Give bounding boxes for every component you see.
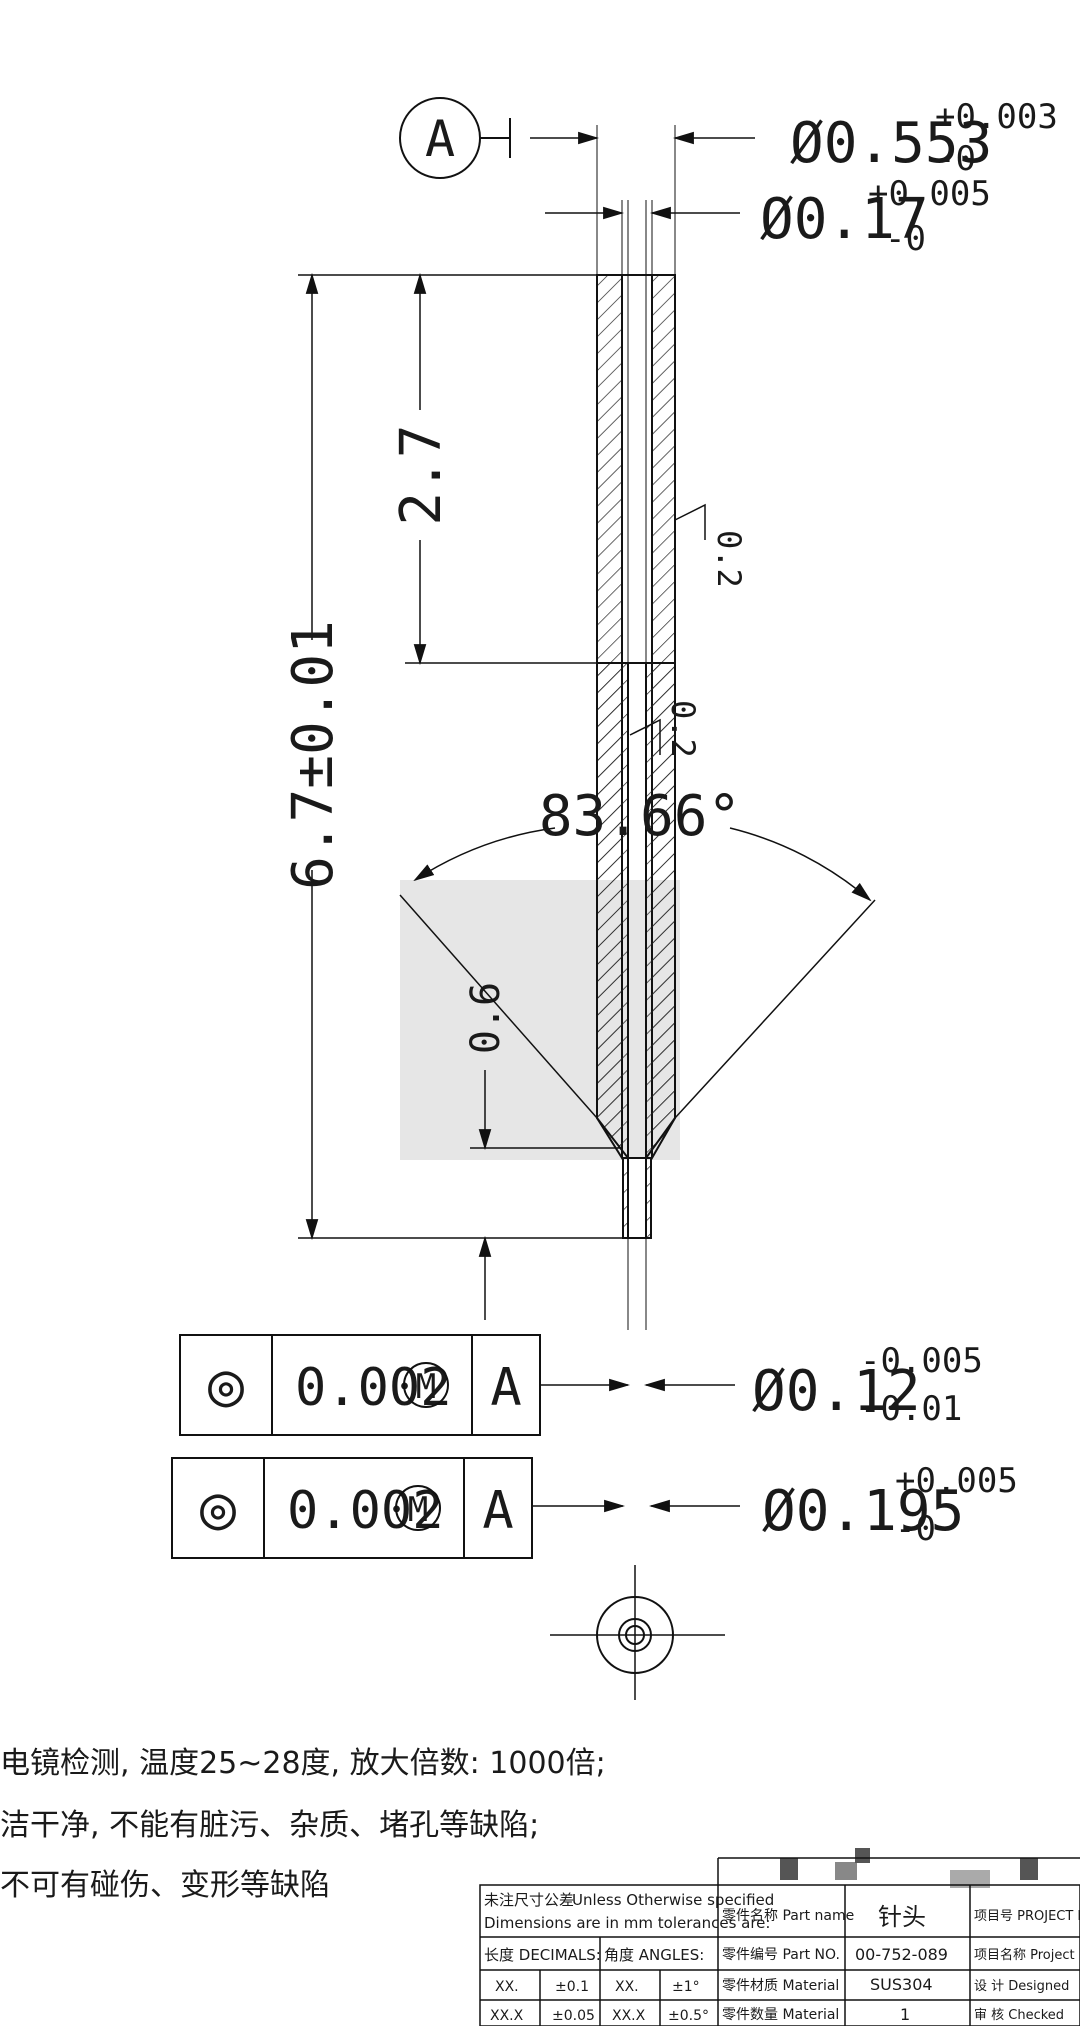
title-block-text: 未注尺寸公差 Unless Otherwise specified Dimens… (484, 1891, 1080, 2024)
d-outer-lower: -0 (935, 139, 976, 179)
tb-checked-label: 审 核 Checked (974, 2008, 1064, 2023)
tb-r2c1: XX.X (490, 2008, 524, 2024)
tb-qty-label: 零件数量 Material (722, 2007, 839, 2023)
roughness1-text: 0.2 (710, 530, 748, 588)
redacted-logo-area (780, 1848, 1038, 1888)
dim-outer-diameter: Ø0.553 +0.003 -0 (530, 97, 1058, 179)
len-bore-text: 2.7 (389, 424, 454, 525)
tb-part-name: 针头 (878, 1903, 926, 1931)
fcf1-modifier: M (416, 1367, 436, 1407)
needle-part (596, 125, 676, 1330)
end-view (550, 1565, 725, 1700)
tb-material: SUS304 (870, 1975, 933, 1994)
roughness-symbol-2: 0.2 (629, 700, 702, 758)
watermark-logo (400, 880, 680, 1160)
tb-r2c4: ±0.5° (668, 2008, 709, 2024)
fcf2-datum: A (482, 1481, 513, 1541)
note-3: 不可有碰伤、变形等缺陷 (0, 1868, 330, 1903)
tb-designed-label: 设 计 Designed (974, 1979, 1069, 1994)
tb-qty: 1 (900, 2005, 910, 2024)
hatched-lower-body-left (596, 662, 629, 1161)
tb-tol-en2: Dimensions are in mm tolerances are: (484, 1914, 770, 1932)
tb-angles: 角度 ANGLES: (604, 1946, 704, 1964)
fcf1-datum: A (490, 1358, 521, 1418)
d-outer-upper: +0.003 (935, 97, 1058, 137)
fcf1-concentricity-symbol: ◎ (208, 1350, 244, 1420)
tb-r1c1: XX. (495, 1979, 519, 1995)
tb-r2c3: XX.X (612, 2008, 646, 2024)
fcf1-value: 0.002 (295, 1358, 452, 1418)
datum-a-label: A (425, 110, 455, 168)
d-bore-upper: +0.005 (868, 174, 991, 214)
technical-notes: 电镜检测, 温度25~28度, 放大倍数: 1000倍; 洁干净, 不能有脏污、… (0, 1746, 606, 1903)
dim-tip-outer-diameter: Ø0.195 +0.005 -0 (648, 1461, 1018, 1549)
len-tip-text: 0.6 (463, 982, 509, 1054)
dim-total-length: 6.7±0.01 (281, 272, 623, 1241)
datum-a-symbol: A (399, 97, 511, 179)
d-outer-base: Ø0.553 (790, 111, 992, 176)
roughness2-text: 0.2 (664, 700, 702, 758)
d-tip-inner-lower: -0.01 (860, 1389, 962, 1429)
tb-project-label: 项目号 PROJECT N (974, 1909, 1080, 1924)
tb-r2c2: ±0.05 (552, 2008, 595, 2024)
tb-part-name-label: 零件名称 Part name (722, 1908, 854, 1924)
d-tip-outer-base: Ø0.195 (762, 1479, 964, 1544)
tb-r1c3: XX. (615, 1979, 639, 1995)
title-block (479, 1857, 1080, 2026)
d-tip-inner-base: Ø0.12 (752, 1359, 921, 1424)
tb-tol-en1: Unless Otherwise specified (572, 1891, 774, 1909)
d-tip-inner-upper: -0.005 (860, 1341, 983, 1381)
d-bore-base: Ø0.17 (760, 187, 929, 252)
tb-r1c4: ±1° (672, 1979, 700, 1995)
roughness-symbol-1: 0.2 (674, 503, 748, 588)
note-2: 洁干净, 不能有脏污、杂质、堵孔等缺陷; (0, 1808, 539, 1843)
d-tip-outer-lower: -0 (895, 1509, 936, 1549)
tb-r1c2: ±0.1 (555, 1979, 589, 1995)
note-1: 电镜检测, 温度25~28度, 放大倍数: 1000倍; (0, 1746, 606, 1781)
fcf2-concentricity-symbol: ◎ (200, 1473, 236, 1543)
feature-control-frame-2: ◎ 0.002 M A (171, 1457, 626, 1559)
tb-part-no-label: 零件编号 Part NO. (722, 1947, 840, 1963)
dim-cone-angle: 83.66° (399, 784, 876, 1119)
feature-control-frame-1: ◎ 0.002 M A (179, 1334, 631, 1436)
dim-tip-inner-diameter: Ø0.12 -0.005 -0.01 (643, 1341, 983, 1429)
tb-decimals: 长度 DECIMALS: (484, 1946, 601, 1964)
dim-bore-diameter: Ø0.17 +0.005 -0 (545, 174, 991, 259)
angle-text: 83.66° (539, 784, 741, 849)
dim-tip-length: 0.6 (463, 982, 623, 1320)
fcf2-value: 0.002 (287, 1481, 444, 1541)
dim-bore-length: 2.7 (389, 272, 622, 666)
tb-material-label: 零件材质 Material (722, 1978, 839, 1994)
d-tip-outer-upper: +0.005 (895, 1461, 1018, 1501)
tb-project-no-label: 项目名称 Project No (974, 1947, 1080, 1963)
len-total-text: 6.7±0.01 (281, 620, 346, 890)
tb-tol-cn: 未注尺寸公差 (484, 1891, 574, 1909)
fcf2-modifier: M (408, 1490, 428, 1530)
d-bore-lower: -0 (885, 219, 926, 259)
tb-part-no: 00-752-089 (855, 1945, 948, 1964)
